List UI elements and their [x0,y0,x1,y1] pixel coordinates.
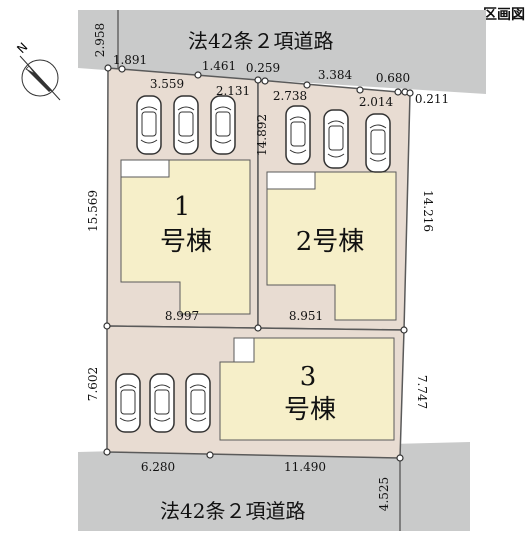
boundary-point [254,76,262,84]
dim-road-top: 2.958 [93,23,107,57]
dim-top-seg4: 3.384 [318,68,353,82]
dim-top-seg5: 0.680 [376,71,410,85]
boundary-point [396,454,404,462]
lot-1-label: 号棟 [160,227,212,257]
house-1-notch [120,159,170,178]
compass-north-label: N [14,40,30,56]
road-label-bottom: 法42条２項道路 [160,499,305,523]
lot-3-label: 号棟 [284,395,336,425]
road-top [78,10,486,94]
boundary-points [103,64,414,462]
boundary-point [206,451,214,459]
dim-inner1: 3.559 [150,77,184,91]
boundary-point [194,71,202,79]
plan-title-label: 区画図 [483,7,525,23]
car-icon [173,95,199,155]
dim-bottom-seg2: 11.490 [284,460,326,474]
dim-bottom-seg1: 6.280 [141,460,175,474]
house-2 [266,171,397,321]
road-label-top: 法42条２項道路 [188,29,333,53]
dim-lot1-left: 15.569 [86,190,100,232]
car-icon [149,373,175,433]
dim-top-seg2: 1.461 [202,59,236,73]
boundary-point [254,324,262,332]
boundary-point [103,448,111,456]
lot-3-number: 3 [300,362,317,392]
boundary-point [394,88,402,96]
car-icon [365,113,391,173]
dim-inner4: 2.014 [359,95,394,109]
dim-lot2-right: 14.216 [421,190,435,232]
dim-inner2: 2.131 [216,84,250,98]
house-3-notch [233,337,255,363]
dim-lot2-bottom: 8.951 [289,309,323,323]
car-icon [185,373,211,433]
lot-2-label: 2号棟 [296,227,365,257]
dim-road-bottom: 4.525 [377,477,391,511]
dim-top-seg3: 0.259 [246,61,280,75]
car-icon [210,95,236,155]
dim-top-seg6: 0.211 [415,92,449,106]
compass-icon [19,55,61,101]
dim-lot3-left: 7.602 [86,367,100,401]
dim-inner3: 2.738 [273,89,307,103]
car-icon [115,373,141,433]
boundary-point [118,65,126,73]
car-group [115,95,391,433]
dim-top-seg1: 1.891 [113,53,147,67]
boundary-point [356,86,364,94]
dim-lot3-right: 7.747 [415,375,429,409]
lot-1-number: 1 [174,192,191,222]
boundary-point [261,77,269,85]
car-icon [323,109,349,169]
road-bottom [78,442,470,531]
dim-lot1-bottom: 8.997 [165,309,199,323]
house-2-notch [266,171,316,190]
car-icon [136,95,162,155]
boundary-point [400,326,408,334]
boundary-point [303,81,311,89]
dim-lot2-mid: 14.892 [255,114,269,156]
house-1 [120,159,251,315]
car-icon [285,105,311,165]
boundary-point [103,322,111,330]
boundary-point [104,64,112,72]
boundary-point [406,89,414,97]
